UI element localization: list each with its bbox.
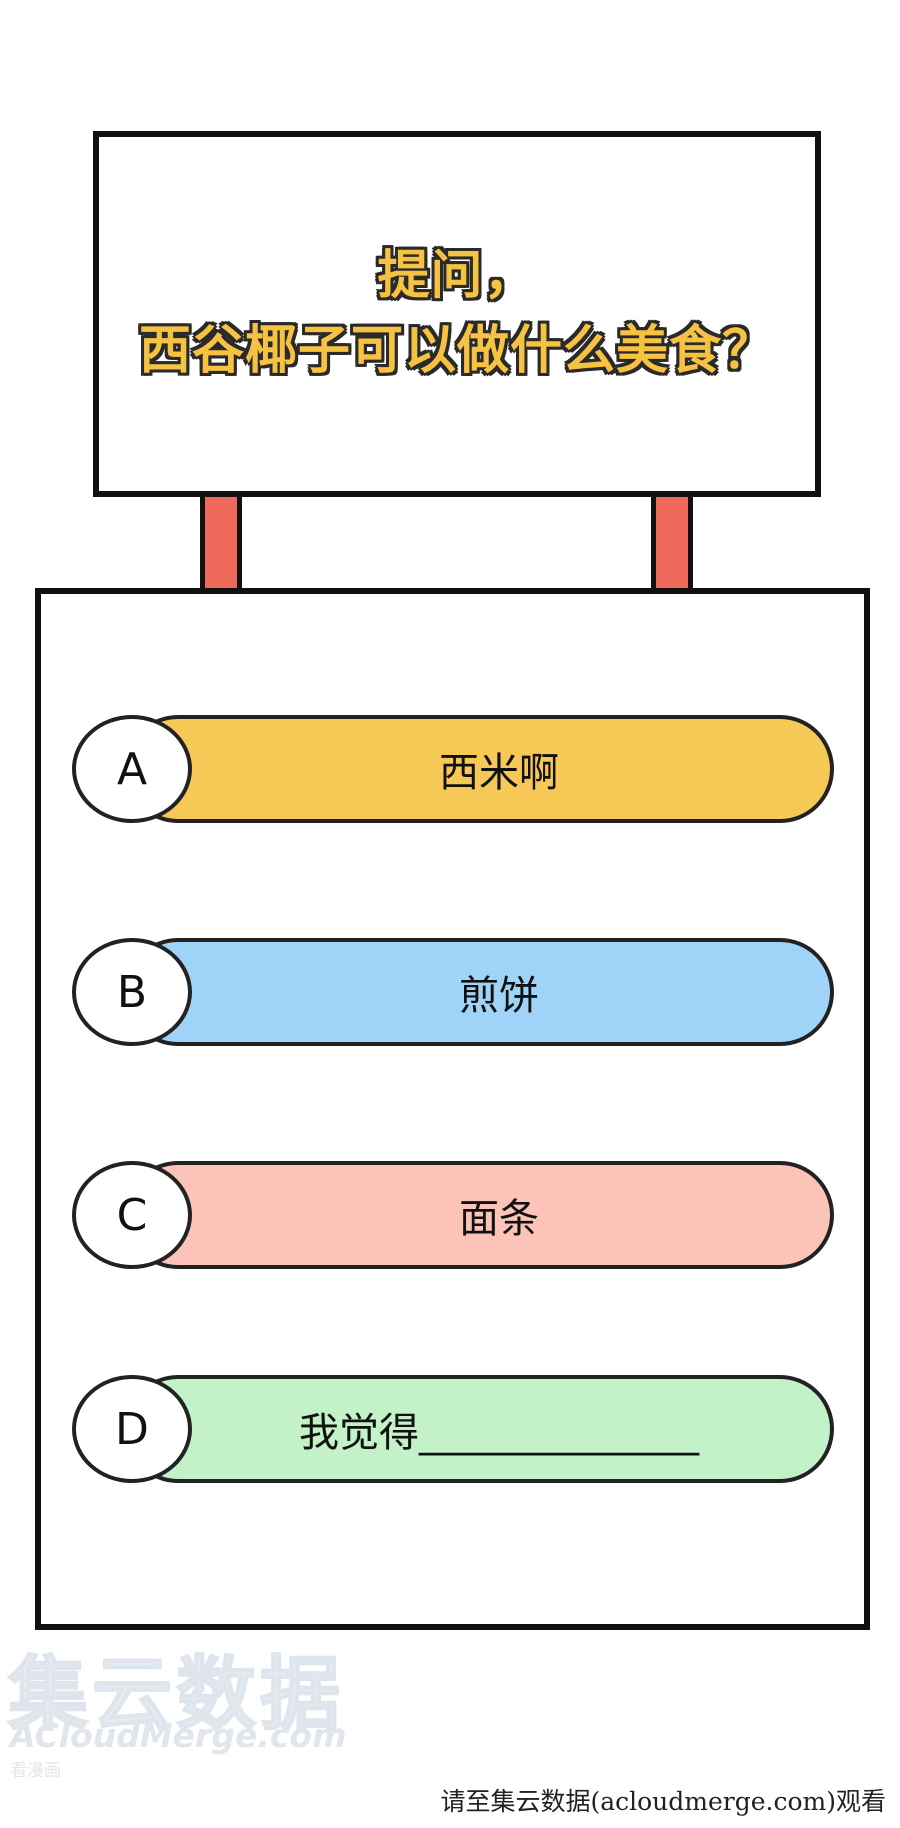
option-c[interactable]: C 面条: [72, 1161, 842, 1269]
footer-note: 请至集云数据(acloudmerge.com)观看: [440, 1787, 886, 1816]
option-d-label: 我觉得______________: [124, 1375, 834, 1483]
option-a[interactable]: A 西米啊: [72, 715, 842, 823]
option-b[interactable]: B 煎饼: [72, 938, 842, 1046]
question-line-2: 西谷椰子可以做什么美食？: [138, 321, 775, 381]
question-line-1: 提问，: [377, 245, 537, 306]
watermark-small: 看漫画: [10, 1761, 61, 1781]
option-b-letter: B: [72, 938, 192, 1046]
watermark-chinese: 集云数据: [7, 1647, 344, 1742]
question-sign-board: 提问， 西谷椰子可以做什么美食？: [93, 131, 821, 497]
sign-post-right: [651, 497, 693, 592]
option-c-label: 面条: [124, 1161, 834, 1269]
option-d-letter: D: [72, 1375, 192, 1483]
option-a-letter: A: [72, 715, 192, 823]
option-c-letter: C: [72, 1161, 192, 1269]
option-b-label: 煎饼: [124, 938, 834, 1046]
sign-post-left: [200, 497, 242, 592]
watermark-english: ACloudMerge.com: [10, 1716, 347, 1755]
option-d[interactable]: D 我觉得______________: [72, 1375, 842, 1483]
option-a-label: 西米啊: [124, 715, 834, 823]
